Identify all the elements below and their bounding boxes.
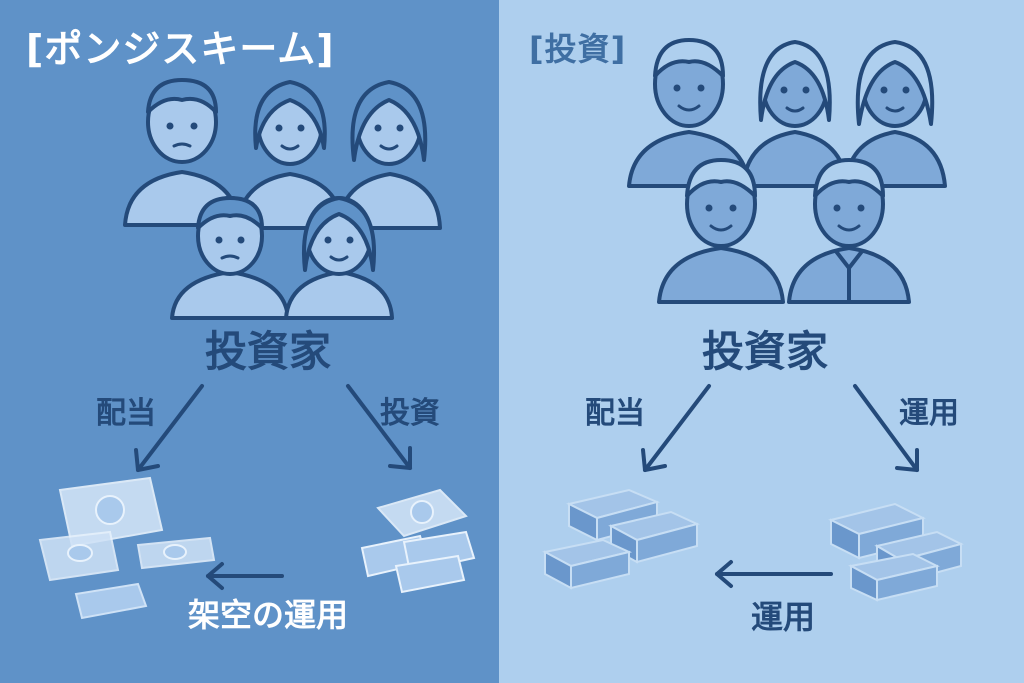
- investor-icon: [787, 158, 911, 304]
- cash-stack-icon: [360, 488, 476, 594]
- scattered-cash-icon: [38, 476, 216, 620]
- investment-arrow: [346, 384, 412, 470]
- ponzi-fake-operation-label: 架空の運用: [187, 596, 349, 634]
- dividend-arrow: [641, 384, 711, 472]
- ponzi-investors-label: 投資家: [204, 327, 332, 376]
- ponzi-panel: [ポンジスキーム]: [0, 0, 499, 683]
- fake-operation-arrow: [206, 562, 284, 590]
- ponzi-dividend-label: 配当: [96, 396, 156, 431]
- investment-investors-group: [542, 38, 964, 602]
- operation-arrow: [853, 384, 919, 472]
- investment-panel: [投資]: [499, 0, 1024, 683]
- ponzi-investors-group: [38, 78, 476, 620]
- investor-icon: [170, 196, 290, 320]
- investor-icon: [284, 196, 394, 320]
- investment-return-label: 運用: [750, 598, 816, 636]
- investment-title: [投資]: [529, 30, 627, 68]
- ponzi-title: [ポンジスキーム]: [26, 27, 335, 71]
- investment-dividend-label: 配当: [585, 396, 645, 431]
- money-bundles-left-icon: [542, 488, 700, 590]
- investor-icon: [336, 80, 442, 230]
- dividend-arrow: [134, 384, 204, 472]
- return-operation-arrow: [715, 560, 833, 588]
- investment-investors-label: 投資家: [701, 327, 829, 376]
- investor-icon: [657, 158, 785, 304]
- investment-operation-label: 運用: [899, 396, 959, 431]
- ponzi-investment-label: 投資: [380, 396, 440, 431]
- money-bundles-right-icon: [828, 502, 964, 602]
